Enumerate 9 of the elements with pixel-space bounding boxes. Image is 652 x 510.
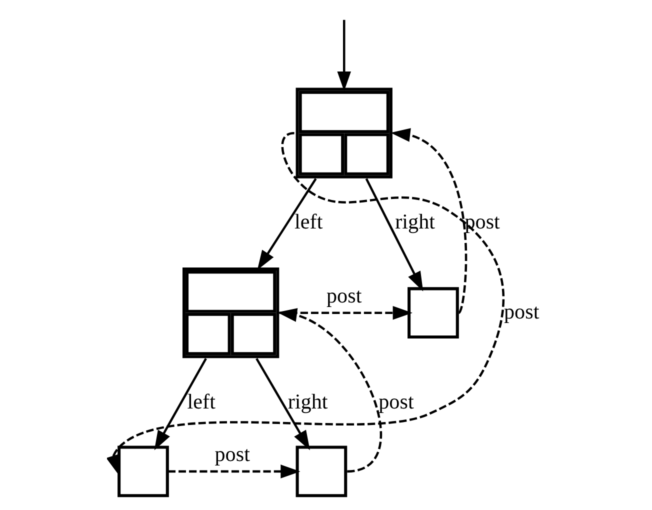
edge-label: post xyxy=(504,299,540,324)
edge-label: left xyxy=(294,210,323,234)
edge-label: post xyxy=(378,389,414,414)
edge-label: post xyxy=(214,442,250,466)
edge-label: right xyxy=(288,389,328,414)
edge-label: left xyxy=(187,389,216,414)
edge-label: post xyxy=(326,284,362,308)
edge-label: right xyxy=(395,210,436,234)
edge-label: post xyxy=(464,210,500,234)
